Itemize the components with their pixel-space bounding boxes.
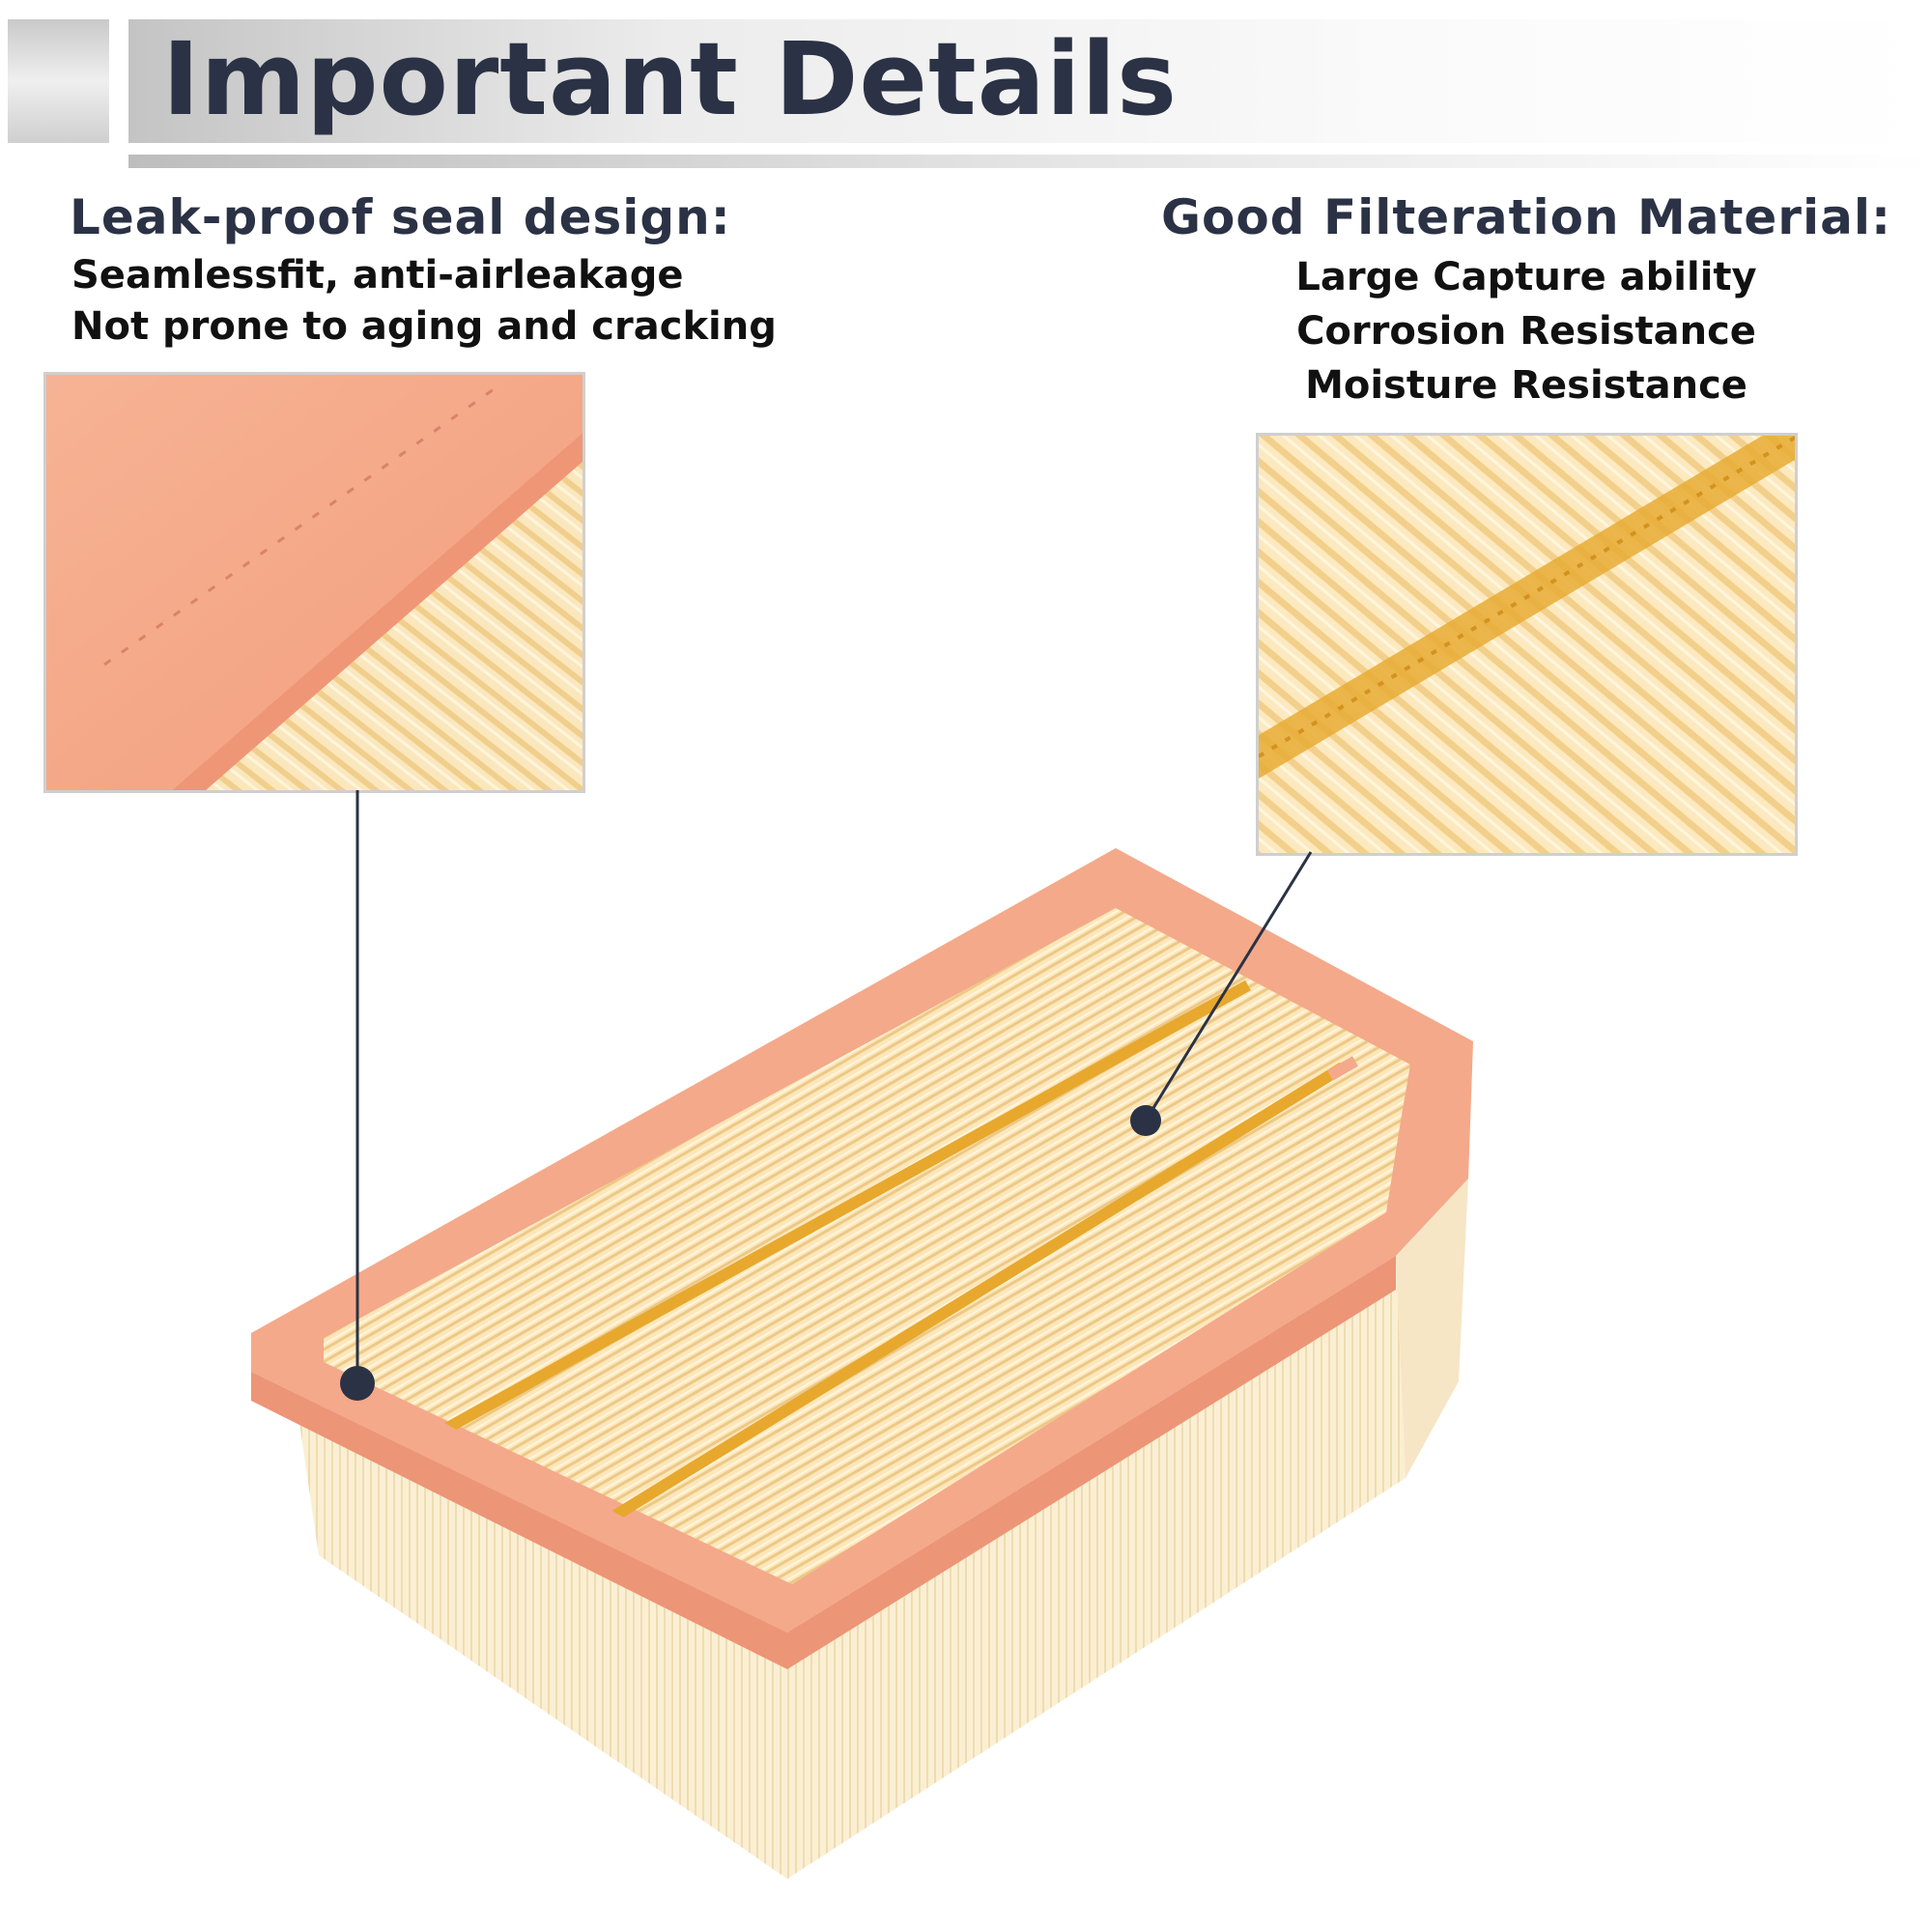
right-feature-line: Large Capture ability bbox=[1295, 255, 1757, 299]
material-closeup-image bbox=[1256, 433, 1798, 856]
air-filter-product-image bbox=[246, 840, 1473, 1884]
right-feature-line: Corrosion Resistance bbox=[1296, 309, 1756, 354]
right-feature-line: Moisture Resistance bbox=[1305, 363, 1747, 408]
left-feature-line: Not prone to aging and cracking bbox=[71, 304, 777, 349]
right-feature-heading: Good Filteration Material: bbox=[1161, 189, 1891, 245]
page-title: Important Details bbox=[162, 20, 1179, 138]
header-banner bbox=[128, 19, 1932, 143]
header-accent-block bbox=[8, 19, 109, 143]
left-feature-heading: Leak-proof seal design: bbox=[70, 189, 731, 245]
header-underline bbox=[128, 155, 1932, 168]
seal-closeup-image bbox=[43, 372, 585, 793]
left-feature-line: Seamlessfit, anti-airleakage bbox=[71, 253, 684, 298]
